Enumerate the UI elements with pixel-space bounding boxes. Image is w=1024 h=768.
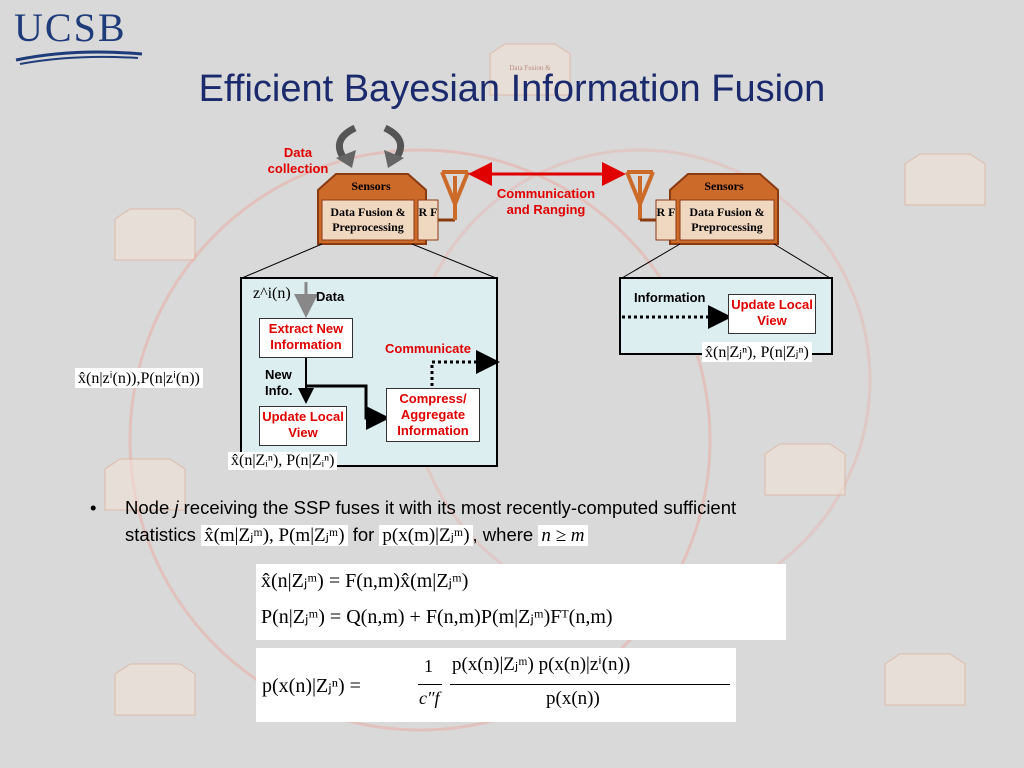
new-info-label: New Info. <box>265 367 293 398</box>
equation-3-coef-num: 1 <box>424 656 433 676</box>
bullet-node-j: j <box>174 497 179 518</box>
background-node-icon <box>764 443 846 496</box>
left-sensors-label: Sensors <box>351 179 391 193</box>
background-node-icon <box>904 153 986 206</box>
logo-swoosh-icon <box>15 50 143 65</box>
background-node-icon <box>884 653 966 706</box>
equation-block-1: x̂(n|Zⱼᵐ) = F(n,m)x̂(m|Zⱼᵐ) P(n|Zⱼᵐ) = Q… <box>256 564 786 640</box>
bullet-text-b: receiving the SSP fuses it with its most… <box>178 497 737 518</box>
comm-ranging-label: Communication and Ranging <box>496 186 596 217</box>
information-label: Information <box>634 290 706 305</box>
data-collection-label: Data collection <box>267 145 329 176</box>
equation-3-den: p(x(n)) <box>546 688 600 709</box>
bullet-paragraph: • Node j receiving the SSP fuses it with… <box>90 494 736 549</box>
right-antenna-icon <box>625 170 655 220</box>
data-label: Data <box>316 289 345 304</box>
left-fusion-label: Data Fusion & Preprocessing <box>330 205 406 234</box>
right-sensor-node <box>640 173 779 245</box>
communicate-label: Communicate <box>385 341 471 356</box>
compress-aggregate-box: Compress/ Aggregate Information <box>386 388 480 442</box>
left-sensor-node <box>317 173 455 245</box>
left-rf-label: R F <box>418 205 438 219</box>
equation-3-lhs: p(x(n)|Zⱼⁿ) = <box>262 675 361 697</box>
stat-math: x̂(m|Zⱼᵐ), P(m|Zⱼᵐ) <box>201 525 348 546</box>
right-sensors-label: Sensors <box>704 179 744 193</box>
right-fusion-label: Data Fusion & Preprocessing <box>689 205 765 234</box>
collection-arrowhead-right-icon <box>384 150 404 168</box>
right-estimate-label: x̂(n|Zⱼⁿ), P(n|Zⱼⁿ) <box>702 342 812 362</box>
equation-block-2: p(x(n)|Zⱼⁿ) = 1 c″f p(x(n)|Zⱼᵐ) p(x(n)|z… <box>256 648 736 722</box>
bullet-text-for: for <box>352 524 375 545</box>
bullet-marker: • <box>90 497 97 518</box>
equation-3-num: p(x(n)|Zⱼᵐ) p(x(n)|zⁱ(n)) <box>452 654 631 675</box>
equation-1: x̂(n|Zⱼᵐ) = F(n,m)x̂(m|Zⱼᵐ) <box>261 570 469 592</box>
equation-3-coef-den: c″f <box>419 688 440 708</box>
bottom-estimate-label: x̂(n|Zᵢⁿ), P(n|Zᵢⁿ) <box>228 452 338 470</box>
background-node-icon <box>114 208 196 261</box>
extract-new-information-box: Extract New Information <box>259 318 353 358</box>
diagram-canvas <box>240 124 833 467</box>
left-estimate-label: x̂(n|zⁱ(n)),P(n|zⁱ(n)) <box>75 368 203 388</box>
equation-2: P(n|Zⱼᵐ) = Q(n,m) + F(n,m)P(m|Zⱼᵐ)Fᵀ(n,m… <box>261 606 613 628</box>
right-rf-label: R F <box>656 205 676 219</box>
background-node-icon <box>114 663 196 716</box>
zin-label: z^i(n) <box>253 285 291 302</box>
collection-arrowhead-left-icon <box>336 150 356 168</box>
background-node-icon <box>104 458 186 511</box>
left-antenna-icon <box>440 170 470 220</box>
update-local-view-box-left: Update Local View <box>259 406 347 446</box>
cond-math: n ≥ m <box>538 525 588 546</box>
p-math: p(x(m)|Zⱼᵐ) <box>379 525 473 546</box>
bullet-text-a: Node <box>125 497 175 518</box>
svg-text:Data Fusion &: Data Fusion & <box>509 64 551 72</box>
update-local-view-box-right: Update Local View <box>728 294 816 334</box>
background-node-icon: Data Fusion & <box>489 43 571 96</box>
ucsb-logo: UCSB <box>14 5 127 50</box>
bullet-text-c: statistics <box>125 524 196 545</box>
page-title: Efficient Bayesian Information Fusion <box>198 68 826 110</box>
bullet-text-where: , where <box>472 524 534 545</box>
